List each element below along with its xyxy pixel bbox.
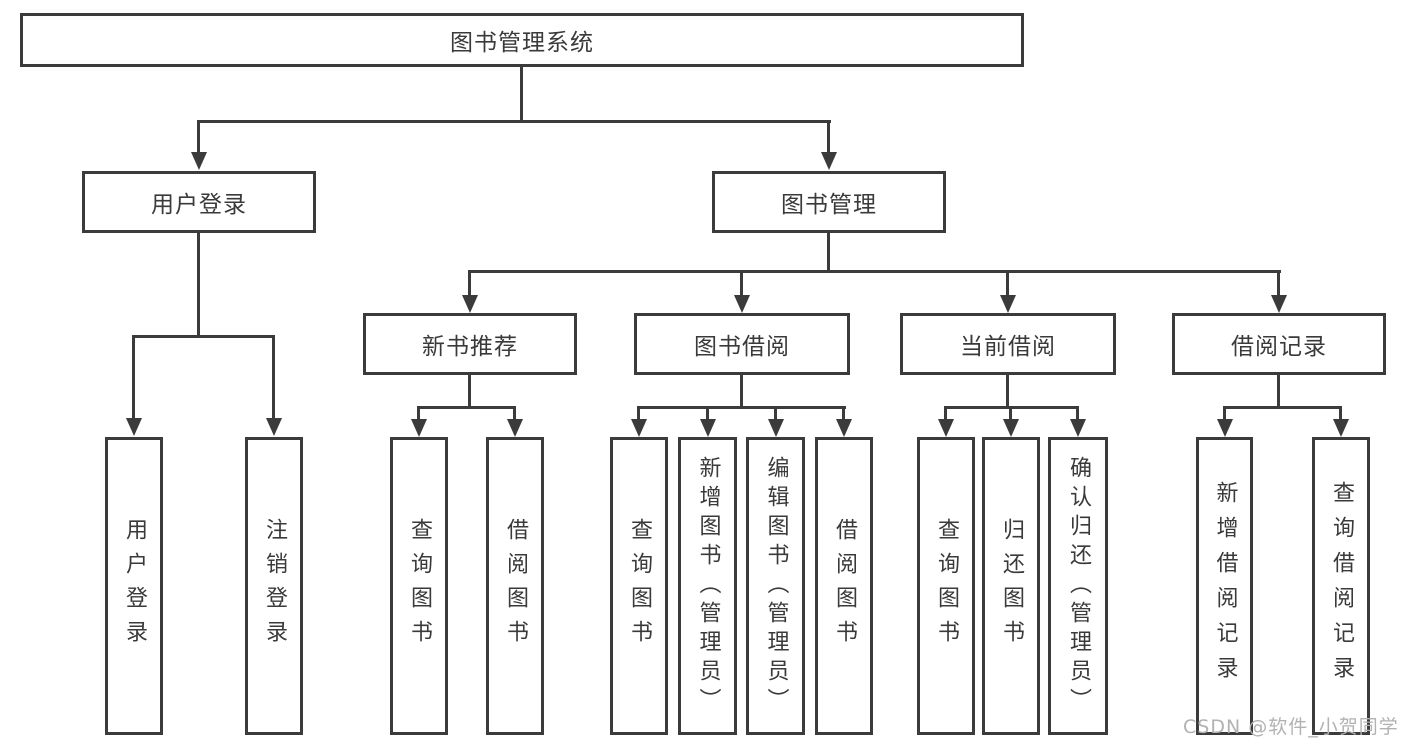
connector-line xyxy=(945,406,1079,409)
arrow-down-icon xyxy=(734,295,750,313)
arrow-down-icon xyxy=(1070,419,1086,437)
arrow-down-icon xyxy=(631,419,647,437)
node-label: 图书管理系统 xyxy=(450,30,594,56)
connector-line xyxy=(944,406,947,421)
leaf-return-books: 归还图书 xyxy=(982,437,1040,735)
node-label: 查询借阅记录 xyxy=(1329,481,1354,691)
arrow-down-icon xyxy=(411,419,427,437)
arrow-down-icon xyxy=(462,295,478,313)
node-label: 图书借阅 xyxy=(694,334,790,360)
arrow-down-icon xyxy=(938,419,954,437)
node-label: 当前借阅 xyxy=(960,334,1056,360)
arrow-down-icon xyxy=(1003,419,1019,437)
node-book-management: 图书管理 xyxy=(712,171,946,233)
node-label: 用户登录 xyxy=(122,518,147,654)
connector-line xyxy=(1277,375,1280,408)
leaf-edit-book-admin: 编辑图书（管理员） xyxy=(746,437,805,735)
arrow-down-icon xyxy=(1217,419,1233,437)
leaf-borrow-books-recommend: 借阅图书 xyxy=(486,437,544,735)
arrow-down-icon xyxy=(836,419,852,437)
node-label: 借阅记录 xyxy=(1231,334,1327,360)
leaf-query-books-borrowing: 查询图书 xyxy=(610,437,668,735)
arrow-down-icon xyxy=(1271,295,1287,313)
connector-line xyxy=(774,406,777,421)
connector-line xyxy=(132,335,274,338)
connector-line xyxy=(1339,406,1342,421)
connector-line xyxy=(827,233,830,273)
connector-line xyxy=(418,406,516,409)
node-label: 用户登录 xyxy=(151,192,247,218)
node-label: 新书推荐 xyxy=(422,334,518,360)
leaf-add-book-admin: 新增图书（管理员） xyxy=(678,437,737,735)
arrow-down-icon xyxy=(266,418,282,436)
leaf-confirm-return-admin: 确认归还（管理员） xyxy=(1048,437,1108,735)
arrow-down-icon xyxy=(821,152,837,170)
leaf-add-borrow-record: 新增借阅记录 xyxy=(1196,437,1253,735)
node-label: 注销登录 xyxy=(262,518,287,654)
leaf-query-books-recommend: 查询图书 xyxy=(390,437,448,735)
node-label: 查询图书 xyxy=(627,518,652,654)
connector-line xyxy=(197,233,200,337)
connector-line xyxy=(468,270,471,297)
connector-line xyxy=(513,406,516,421)
arrow-down-icon xyxy=(1333,419,1349,437)
connector-line xyxy=(740,375,743,408)
node-label: 新增借阅记录 xyxy=(1212,481,1238,691)
node-borrowing-records: 借阅记录 xyxy=(1172,313,1386,375)
arrow-down-icon xyxy=(191,152,207,170)
leaf-user-login: 用户登录 xyxy=(105,437,163,735)
leaf-logout: 注销登录 xyxy=(245,437,303,735)
connector-line xyxy=(417,406,420,421)
arrow-down-icon xyxy=(700,419,716,437)
connector-line xyxy=(1277,270,1280,297)
connector-line xyxy=(827,120,830,155)
connector-line xyxy=(1009,406,1012,421)
connector-line xyxy=(197,120,200,155)
leaf-query-books-current: 查询图书 xyxy=(917,437,975,735)
node-label: 编辑图书（管理员） xyxy=(763,455,789,717)
connector-line xyxy=(1076,406,1079,421)
arrow-down-icon xyxy=(1000,295,1016,313)
arrow-down-icon xyxy=(507,419,523,437)
arrow-down-icon xyxy=(768,419,784,437)
connector-line xyxy=(469,270,1281,273)
leaf-borrow-books-borrowing: 借阅图书 xyxy=(815,437,873,735)
node-library-management-system: 图书管理系统 xyxy=(20,13,1024,67)
connector-line xyxy=(197,120,831,123)
connector-line xyxy=(468,375,471,408)
node-label: 借阅图书 xyxy=(832,518,857,654)
connector-line xyxy=(740,270,743,297)
connector-line xyxy=(1223,406,1226,421)
node-book-borrowing: 图书借阅 xyxy=(634,313,850,375)
watermark: CSDN @软件_小贺同学 xyxy=(1183,716,1399,738)
connector-line xyxy=(520,67,523,122)
connector-line xyxy=(1006,270,1009,297)
node-user-login: 用户登录 xyxy=(82,171,316,233)
node-label: 查询图书 xyxy=(934,518,959,654)
node-label: 借阅图书 xyxy=(503,518,528,654)
connector-line xyxy=(272,335,275,420)
arrow-down-icon xyxy=(126,418,142,436)
connector-line xyxy=(842,406,845,421)
connector-line xyxy=(638,406,846,409)
leaf-query-borrow-record: 查询借阅记录 xyxy=(1312,437,1370,735)
connector-line xyxy=(706,406,709,421)
node-label: 查询图书 xyxy=(407,518,432,654)
node-label: 归还图书 xyxy=(999,518,1024,654)
node-label: 确认归还（管理员） xyxy=(1066,455,1091,717)
connector-line xyxy=(1224,406,1342,409)
node-current-borrowing: 当前借阅 xyxy=(900,313,1116,375)
connector-line xyxy=(132,335,135,420)
node-label: 图书管理 xyxy=(781,192,877,218)
node-new-book-recommendation: 新书推荐 xyxy=(363,313,577,375)
connector-line xyxy=(637,406,640,421)
node-label: 新增图书（管理员） xyxy=(695,455,721,717)
connector-line xyxy=(1006,375,1009,408)
